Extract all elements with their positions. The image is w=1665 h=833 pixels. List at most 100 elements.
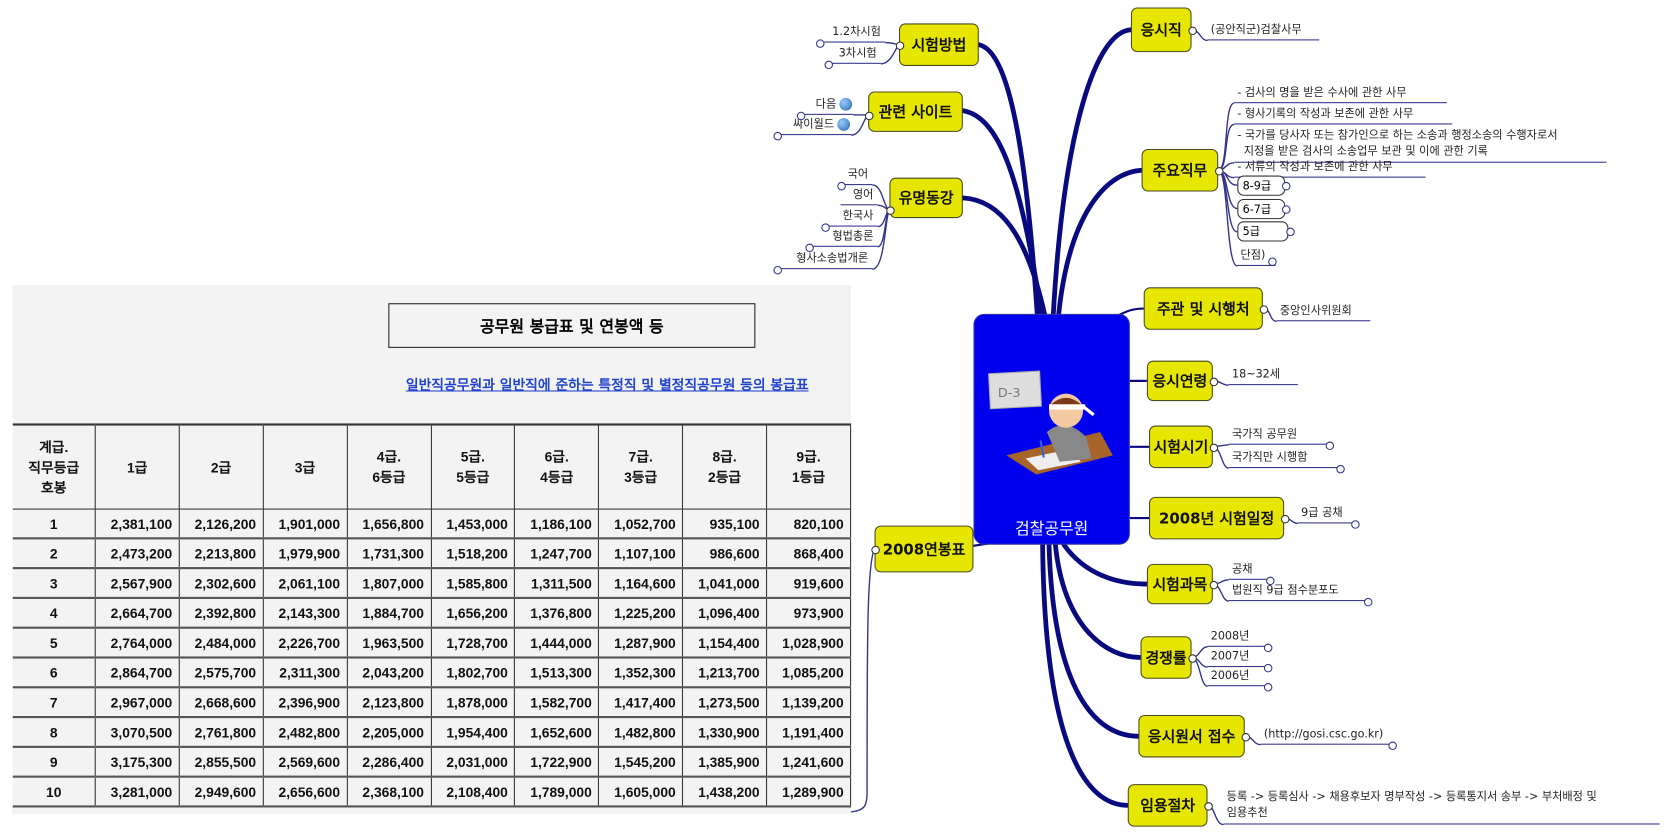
central-topic-node[interactable]: D-3 검찰공무원 — [973, 313, 1130, 545]
node-connector-handle[interactable] — [1209, 443, 1219, 453]
grade-5-node[interactable]: 5급 — [1237, 221, 1289, 242]
grade-8-9-node[interactable]: 8-9급 — [1237, 175, 1286, 196]
node-duties[interactable]: 주요직무 — [1141, 148, 1219, 192]
grade-6-7-node[interactable]: 6-7급 — [1237, 198, 1286, 220]
salary-cell: 2,484,000 — [178, 627, 264, 659]
node-age[interactable]: 응시연령 — [1146, 360, 1213, 402]
node-connector-handle[interactable] — [1188, 654, 1197, 663]
expand-icon[interactable] — [1281, 181, 1291, 191]
node-2008-salary[interactable]: 2008연봉표 — [874, 525, 974, 573]
leaf-daum[interactable]: 다음 — [800, 97, 854, 115]
salary-table-link[interactable]: 일반직공무원과 일반직에 준하는 특정직 및 별정직공무원 등의 봉급표 — [405, 377, 809, 394]
node-application[interactable]: 응시원서 접수 — [1138, 714, 1245, 758]
leaf-korean[interactable]: 국어 — [840, 167, 873, 186]
node-connector-handle[interactable] — [1280, 514, 1290, 524]
salary-cell: 1,585,800 — [430, 568, 516, 599]
leaf-organizer[interactable]: 중앙인사위원회 — [1276, 303, 1371, 322]
leaf-cyworld[interactable]: 싸이월드 — [776, 117, 852, 136]
leaf-appointment[interactable]: 등록 -> 등록심사 -> 채용후보자 명부작성 -> 등록통지서 송부 -> … — [1223, 789, 1660, 825]
expand-icon[interactable] — [837, 181, 846, 191]
salary-cell: 3,070,500 — [94, 717, 180, 748]
expand-icon[interactable] — [1263, 683, 1273, 692]
expand-icon[interactable] — [824, 60, 834, 70]
node-connector-handle[interactable] — [1259, 305, 1269, 314]
expand-icon[interactable] — [1266, 576, 1275, 586]
salary-cell: 1,225,200 — [598, 597, 684, 629]
salary-cell: 1,582,700 — [514, 687, 600, 719]
salary-cell: 2,392,800 — [178, 597, 264, 629]
expand-icon[interactable] — [1351, 520, 1360, 529]
node-appointment[interactable]: 임용절차 — [1127, 784, 1208, 827]
node-job[interactable]: 응시직 — [1130, 7, 1192, 53]
leaf-job[interactable]: (공안직군)검찰사무 — [1207, 22, 1320, 41]
globe-icon[interactable] — [839, 97, 853, 111]
leaf-english[interactable]: 영어 — [840, 187, 878, 206]
salary-cell: 1,656,800 — [346, 509, 432, 540]
salary-cell: 2,061,100 — [262, 568, 348, 599]
salary-cell: 2,764,000 — [94, 627, 180, 659]
node-connector-handle[interactable] — [871, 545, 880, 555]
leaf-schedule[interactable]: 9급 공채 — [1297, 505, 1357, 524]
node-connector-handle[interactable] — [1204, 802, 1213, 811]
leaf-competition-2006[interactable]: 2006년 — [1207, 668, 1270, 687]
expand-icon[interactable] — [1325, 441, 1335, 451]
leaf-competition-2008[interactable]: 2008년 — [1207, 629, 1270, 647]
leaf-criminal-procedure[interactable]: 형사소송법개론 — [776, 251, 873, 270]
node-exam-method[interactable]: 시험방법 — [898, 23, 979, 66]
node-connector-handle[interactable] — [886, 206, 895, 215]
node-competition[interactable]: 경쟁률 — [1140, 636, 1192, 679]
expand-icon[interactable] — [773, 131, 782, 141]
leaf-weakness[interactable]: 단점) — [1237, 248, 1276, 266]
leaf-duty-1[interactable]: - 검사의 명을 받은 수사에 관한 사무 — [1234, 85, 1447, 104]
expand-icon[interactable] — [1263, 663, 1273, 673]
column-header: 7급. 3등급 — [598, 423, 684, 510]
leaf-age[interactable]: 18~32세 — [1228, 367, 1298, 386]
expand-icon[interactable] — [1336, 464, 1345, 474]
node-subjects[interactable]: 시험과목 — [1146, 563, 1213, 605]
expand-icon[interactable] — [805, 243, 814, 253]
expand-icon[interactable] — [1263, 643, 1273, 653]
leaf-application-url[interactable]: (http://gosi.csc.go.kr) — [1260, 727, 1394, 745]
leaf-subject-open[interactable]: 공채 — [1228, 562, 1272, 580]
node-connector-handle[interactable] — [895, 41, 905, 51]
expand-icon[interactable] — [816, 39, 825, 48]
node-connector-handle[interactable] — [1209, 580, 1219, 590]
expand-icon[interactable] — [773, 265, 782, 275]
node-connector-handle[interactable] — [1214, 167, 1224, 176]
expand-icon[interactable] — [1281, 205, 1291, 214]
leaf-subject-score[interactable]: 법원직 9급 점수분포도 — [1228, 583, 1370, 602]
node-connector-handle[interactable] — [1209, 377, 1219, 387]
leaf-timing-1[interactable]: 국가직 공무원 — [1228, 427, 1330, 445]
leaf-duty-4[interactable]: - 서류의 작성과 보존에 관한 사무 — [1234, 160, 1426, 178]
leaf-timing-2[interactable]: 국가직만 시행함 — [1228, 450, 1341, 469]
leaf-korean-history[interactable]: 한국사 — [824, 209, 878, 227]
node-timing[interactable]: 시험시기 — [1149, 425, 1213, 469]
expand-icon[interactable] — [1363, 597, 1373, 607]
node-connector-handle[interactable] — [1188, 26, 1197, 36]
leaf-duty-2[interactable]: - 형사기록의 작성과 보존에 관한 사무 — [1234, 106, 1453, 125]
expand-icon[interactable] — [1268, 257, 1277, 266]
node-lectures[interactable]: 유명동강 — [889, 177, 963, 219]
salary-cell: 1,807,000 — [346, 568, 432, 599]
expand-icon[interactable] — [821, 223, 830, 232]
salary-cell: 2,575,700 — [178, 657, 264, 689]
node-connector-handle[interactable] — [1241, 733, 1251, 742]
node-schedule[interactable]: 2008년 시험일정 — [1149, 496, 1285, 540]
globe-icon[interactable] — [837, 118, 851, 131]
branch-line — [1052, 542, 1143, 660]
leaf-criminal-law[interactable]: 형법총론 — [808, 229, 878, 247]
node-connector-handle[interactable] — [864, 111, 874, 121]
leaf-exam-3[interactable]: 3차시험 — [827, 46, 881, 64]
salary-cell: 2,311,300 — [262, 657, 348, 689]
leaf-competition-2007[interactable]: 2007년 — [1207, 649, 1270, 668]
node-organizer[interactable]: 주관 및 시행처 — [1143, 287, 1263, 330]
expand-icon[interactable] — [796, 111, 806, 121]
expand-icon[interactable] — [1388, 741, 1397, 751]
node-related-sites[interactable]: 관련 사이트 — [868, 91, 963, 132]
leaf-exam-1-2[interactable]: 1.2차시험 — [819, 24, 886, 43]
salary-cell: 1,545,200 — [598, 746, 684, 778]
expand-icon[interactable] — [1286, 227, 1295, 237]
